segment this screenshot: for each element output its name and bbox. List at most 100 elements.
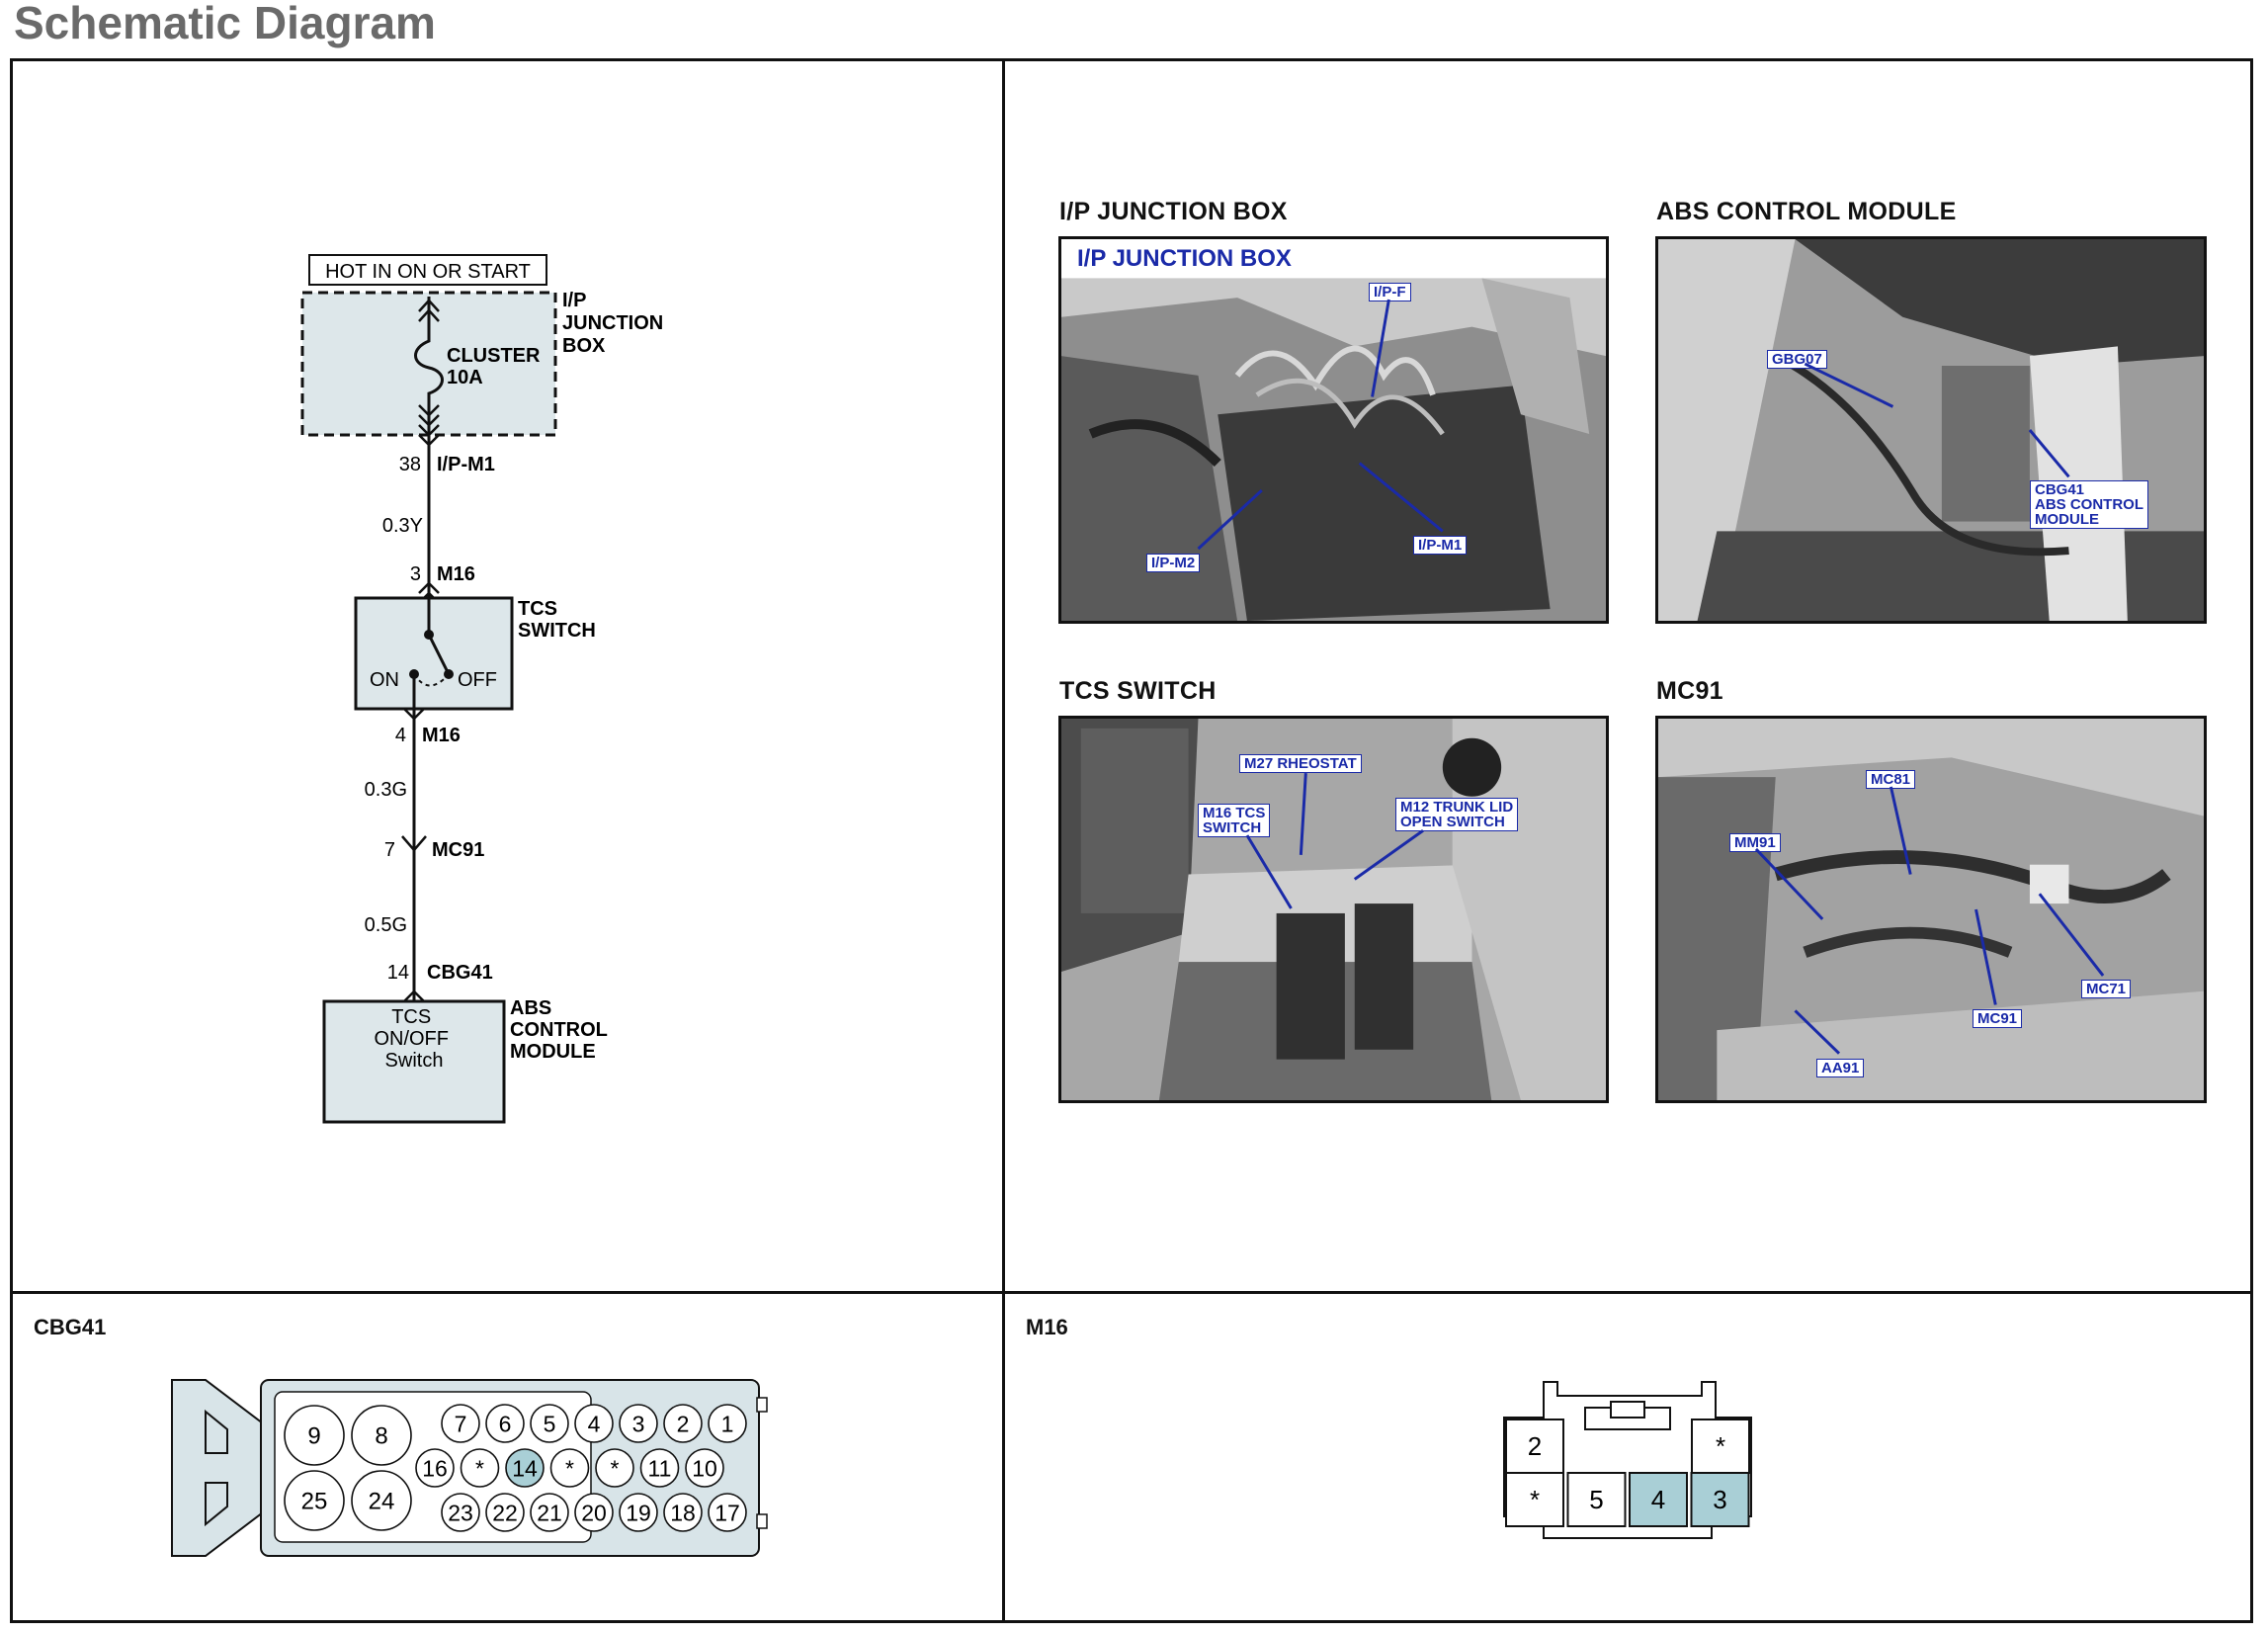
photo-mc91: MC81 MM91 MC71 MC91 AA91 — [1655, 716, 2207, 1103]
cbg41-pin-5: 5 — [530, 1404, 569, 1443]
svg-text:9: 9 — [307, 1423, 320, 1450]
svg-text:22: 22 — [492, 1500, 518, 1525]
cbg41-pin-14: 14 — [505, 1448, 545, 1488]
photo4-callout-mc81: MC81 — [1866, 770, 1916, 789]
junction-label-line3: BOX — [562, 335, 606, 357]
photo4-callout-mc91: MC91 — [1973, 1009, 2023, 1028]
conn1-name: I/P-M1 — [437, 454, 495, 475]
wire2-label: 0.3G — [365, 779, 407, 801]
junction-label-line1: I/P — [562, 290, 586, 311]
photo-title-ip-junction-box: I/P JUNCTION BOX — [1059, 198, 1288, 225]
svg-text:3: 3 — [1713, 1485, 1726, 1514]
svg-text:25: 25 — [301, 1489, 328, 1515]
conn3-pin: 4 — [395, 725, 406, 746]
abs-module-box — [322, 999, 506, 1124]
cbg41-pin-19: 19 — [619, 1493, 658, 1532]
conn5-name: CBG41 — [427, 962, 493, 984]
fuse-symbol — [414, 297, 444, 435]
photo-title-tcs-switch: TCS SWITCH — [1059, 677, 1217, 705]
cbg41-pin-18: 18 — [663, 1493, 703, 1532]
svg-text:*: * — [565, 1455, 574, 1481]
cbg41-pin-10: 10 — [685, 1448, 724, 1488]
cbg41-pin-16: 16 — [415, 1448, 455, 1488]
photo3-callout-m27: M27 RHEOSTAT — [1239, 754, 1362, 773]
photo4-callout-mm91: MM91 — [1729, 833, 1781, 852]
junction-label-line2: JUNCTION — [562, 312, 663, 334]
cbg41-pin-6: 6 — [485, 1404, 525, 1443]
photo1-callout-ipm1: I/P-M1 — [1413, 536, 1468, 555]
switch-on-label: ON — [370, 669, 399, 691]
photo1-callout-ipm2: I/P-M2 — [1146, 554, 1201, 572]
svg-text:4: 4 — [588, 1411, 601, 1436]
m16-pin-2: 2 — [1505, 1419, 1564, 1474]
svg-text:17: 17 — [714, 1500, 740, 1525]
photo-abs-control-module: GBG07 CBG41 ABS CONTROL MODULE — [1655, 236, 2207, 624]
cbg41-pin-4: 4 — [574, 1404, 614, 1443]
module-inner-label: TCS ON/OFF Switch — [374, 1006, 454, 1072]
photo-title-mc91: MC91 — [1656, 677, 1723, 705]
switch-off-label: OFF — [458, 669, 497, 691]
cbg41-pin-24: 24 — [351, 1470, 412, 1531]
svg-text:21: 21 — [537, 1500, 562, 1525]
m16-label: M16 — [1026, 1315, 1068, 1339]
cbg41-pin-22: 22 — [485, 1493, 525, 1532]
svg-text:6: 6 — [499, 1411, 512, 1436]
svg-text:2: 2 — [1528, 1431, 1542, 1461]
m16-pin-4: 4 — [1629, 1472, 1688, 1527]
svg-text:4: 4 — [1651, 1485, 1665, 1514]
svg-text:*: * — [611, 1455, 620, 1481]
cbg41-pin-9: 9 — [284, 1405, 345, 1466]
svg-text:16: 16 — [422, 1455, 448, 1481]
cbg41-pin-21: 21 — [530, 1493, 569, 1532]
diagram-frame — [10, 58, 2253, 1623]
fuse-label: CLUSTER 10A — [447, 345, 546, 388]
cbg41-pin-2: 2 — [663, 1404, 703, 1443]
conn4-name: MC91 — [432, 839, 484, 861]
switch-label: TCS SWITCH — [518, 598, 596, 642]
m16-pin-3: 3 — [1690, 1472, 1750, 1527]
cbg41-pin-3: 3 — [619, 1404, 658, 1443]
svg-text:18: 18 — [670, 1500, 696, 1525]
conn4-pin: 7 — [384, 839, 395, 861]
m16-pin-blank: * — [1505, 1472, 1564, 1527]
photo-ip-junction-box: I/P JUNCTION BOX I/P-F I/P-M2 I/P-M1 — [1058, 236, 1609, 624]
cbg41-pin-11: 11 — [639, 1448, 680, 1488]
svg-text:5: 5 — [1589, 1485, 1603, 1514]
cbg41-pin-blank: * — [595, 1448, 634, 1488]
svg-text:10: 10 — [692, 1455, 717, 1481]
svg-text:*: * — [475, 1455, 484, 1481]
conn5-pin: 14 — [387, 962, 409, 984]
svg-text:7: 7 — [455, 1411, 467, 1436]
cbg41-pin-7: 7 — [441, 1404, 480, 1443]
photo2-callout-gbg07: GBG07 — [1767, 350, 1827, 369]
cbg41-pin-23: 23 — [441, 1493, 480, 1532]
photo1-banner: I/P JUNCTION BOX — [1073, 245, 1296, 273]
svg-text:8: 8 — [375, 1423, 387, 1450]
photo4-callout-aa91: AA91 — [1816, 1059, 1865, 1077]
svg-text:24: 24 — [369, 1489, 395, 1515]
cbg41-pin-25: 25 — [284, 1470, 345, 1531]
conn2-pin: 3 — [410, 563, 421, 585]
svg-text:3: 3 — [632, 1411, 645, 1436]
horizontal-divider — [10, 1291, 2253, 1294]
photo1-callout-ipf: I/P-F — [1369, 283, 1411, 301]
cbg41-label: CBG41 — [34, 1315, 107, 1339]
svg-text:11: 11 — [648, 1455, 672, 1481]
svg-text:5: 5 — [544, 1411, 556, 1436]
svg-text:19: 19 — [626, 1500, 651, 1525]
svg-text:*: * — [1530, 1485, 1540, 1514]
cbg41-pin-blank: * — [460, 1448, 500, 1488]
photo-tcs-switch: M27 RHEOSTAT M16 TCS SWITCH M12 TRUNK LI… — [1058, 716, 1609, 1103]
conn2-name: M16 — [437, 563, 475, 585]
photo2-callout-cbg41: CBG41 ABS CONTROL MODULE — [2030, 480, 2148, 529]
cbg41-pin-1: 1 — [708, 1404, 747, 1443]
photo4-callout-mc71: MC71 — [2081, 980, 2132, 998]
svg-text:23: 23 — [448, 1500, 473, 1525]
cbg41-pin-8: 8 — [351, 1405, 412, 1466]
cbg41-pin-20: 20 — [574, 1493, 614, 1532]
conn3-name: M16 — [422, 725, 461, 746]
svg-text:14: 14 — [512, 1455, 538, 1481]
tcs-switch-box — [354, 596, 514, 711]
